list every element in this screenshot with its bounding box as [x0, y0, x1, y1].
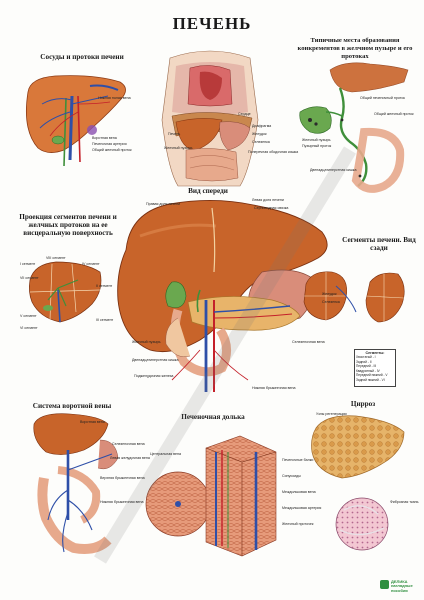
- label-pancreas: Поджелудочная железа: [134, 374, 174, 378]
- section-title-portal: Система воротной вены: [32, 402, 112, 410]
- label-seg-6: VI сегмент: [20, 326, 38, 330]
- label-ivc: Нижняя полая вена: [98, 96, 131, 100]
- label-heart: Сердце: [238, 112, 251, 116]
- vessels-liver-figure: [25, 75, 126, 167]
- legend-item: Передний нижний - V: [356, 373, 388, 378]
- logo-text: ДЕЛИКА наглядные пособия: [391, 579, 418, 593]
- legend-heading: Сегменты:: [365, 351, 385, 355]
- label-hepatic-plates: Печеночные балки: [282, 458, 314, 462]
- stones-figure: [299, 62, 409, 193]
- label-left-gastric: Левая желудочная вена: [110, 456, 150, 460]
- label-spleen: Селезенка: [252, 140, 270, 144]
- label-seg-5: V сегмент: [20, 314, 37, 318]
- label-falciform: Серповидная связка: [254, 206, 289, 210]
- label-colon: Поперечная ободочная кишка: [248, 150, 299, 154]
- label-common-hepatic-duct: Общий печеночный проток: [360, 96, 405, 100]
- label-splenic-vein-sys: Селезеночная вена: [112, 442, 145, 446]
- label-portal-vein: Воротная вена: [92, 136, 117, 140]
- label-bile-ductule: Желчный проточек: [282, 522, 314, 526]
- front-view-figure: [117, 200, 328, 392]
- segments-legend: Сегменты: Хвостатый - I Задний - II Пере…: [354, 349, 396, 387]
- label-seg-2: II сегмент: [96, 284, 113, 288]
- legend-item: Задний нижний - VI: [356, 377, 385, 382]
- page-title: ПЕЧЕНЬ: [172, 14, 252, 33]
- section-title-lobule: Печеночная долька: [181, 413, 245, 421]
- section-title-segments-back: Сегменты печени. Вид сзади: [342, 236, 416, 252]
- label-interlobular-artery: Междольковая артерия: [282, 506, 322, 510]
- label-portal-vein-sys: Воротная вена: [80, 420, 105, 424]
- section-title-vessels: Сосуды и протоки печени: [40, 53, 124, 61]
- label-seg-4: IV сегмент: [82, 262, 100, 266]
- label-gallbladder-torso: Желчный пузырь: [164, 146, 193, 150]
- label-seg-3: III сегмент: [96, 318, 114, 322]
- label-interlobular-vein: Междольковая вена: [282, 490, 316, 494]
- logo-line-1: ДЕЛИКА: [391, 579, 408, 584]
- legend-item: Хвостатый - I: [356, 355, 376, 359]
- label-stomach: Желудок: [252, 132, 267, 136]
- section-title-front: Вид спереди: [188, 187, 228, 195]
- section-title-stones: Типичные места образования конкрементов …: [297, 37, 413, 60]
- segments-back-figure: [303, 271, 405, 323]
- label-central-vein: Центральная вена: [150, 452, 182, 456]
- label-seg-7: VII сегмент: [20, 276, 39, 280]
- cirrhosis-figure: [311, 415, 405, 551]
- label-gallbladder-stones: Желчный пузырь: [302, 138, 331, 142]
- projection-figure: [28, 261, 102, 323]
- label-sinusoids: Синусоиды: [282, 474, 301, 478]
- portal-figure: [33, 413, 119, 554]
- label-inf-mesenteric-sys: Нижняя брыжеечная вена: [100, 500, 144, 504]
- legend-item: Квадратный - IV: [356, 368, 380, 373]
- label-spleen-front: Селезенка: [322, 300, 340, 304]
- label-liver: Печень: [168, 132, 181, 136]
- label-sup-mesenteric: Верхняя брыжеечная вена: [100, 476, 145, 480]
- legend-item: Задний - II: [356, 359, 372, 364]
- section-title-projection: Проекция сегментов печени и желчных прот…: [19, 213, 117, 237]
- label-inferior-mesenteric: Нижняя брыжеечная вена: [252, 386, 296, 390]
- label-splenic-vein: Селезеночная вена: [292, 340, 325, 344]
- label-fibrous-tissue: Фиброзная ткань: [390, 500, 419, 504]
- label-diaphragm: Диафрагма: [252, 124, 272, 128]
- publisher-logo: ДЕЛИКА наглядные пособия: [380, 578, 418, 593]
- legend-item: Передний - III: [356, 364, 377, 369]
- label-gallbladder-front: Желчный пузырь: [132, 340, 161, 344]
- watermark-cross: [94, 146, 356, 564]
- section-title-cirrhosis: Цирроз: [350, 400, 376, 408]
- label-left-lobe: Левая доля печени: [252, 198, 284, 202]
- logo-line-2: наглядные пособия: [391, 583, 413, 593]
- label-common-bile-duct: Общий желчный проток: [92, 148, 132, 152]
- label-stomach-front: Желудок: [322, 292, 337, 296]
- label-seg-1: I сегмент: [20, 262, 36, 266]
- label-duodenum-front: Двенадцатиперстная кишка: [132, 358, 179, 362]
- label-duodenum: Двенадцатиперстная кишка: [310, 168, 357, 172]
- lobule-figure: [145, 435, 277, 557]
- label-common-bile-duct-stones: Общий желчный проток: [374, 112, 414, 116]
- label-regeneration-nodes: Узлы регенерации: [316, 412, 347, 416]
- torso-figure: [161, 50, 259, 187]
- label-seg-8: VIII сегмент: [46, 256, 66, 260]
- logo-mark-icon: [380, 580, 389, 589]
- label-right-lobe: Правая доля печени: [146, 202, 181, 206]
- label-hepatic-artery: Печеночная артерия: [92, 142, 127, 146]
- label-cystic-duct: Пузырный проток: [302, 144, 332, 148]
